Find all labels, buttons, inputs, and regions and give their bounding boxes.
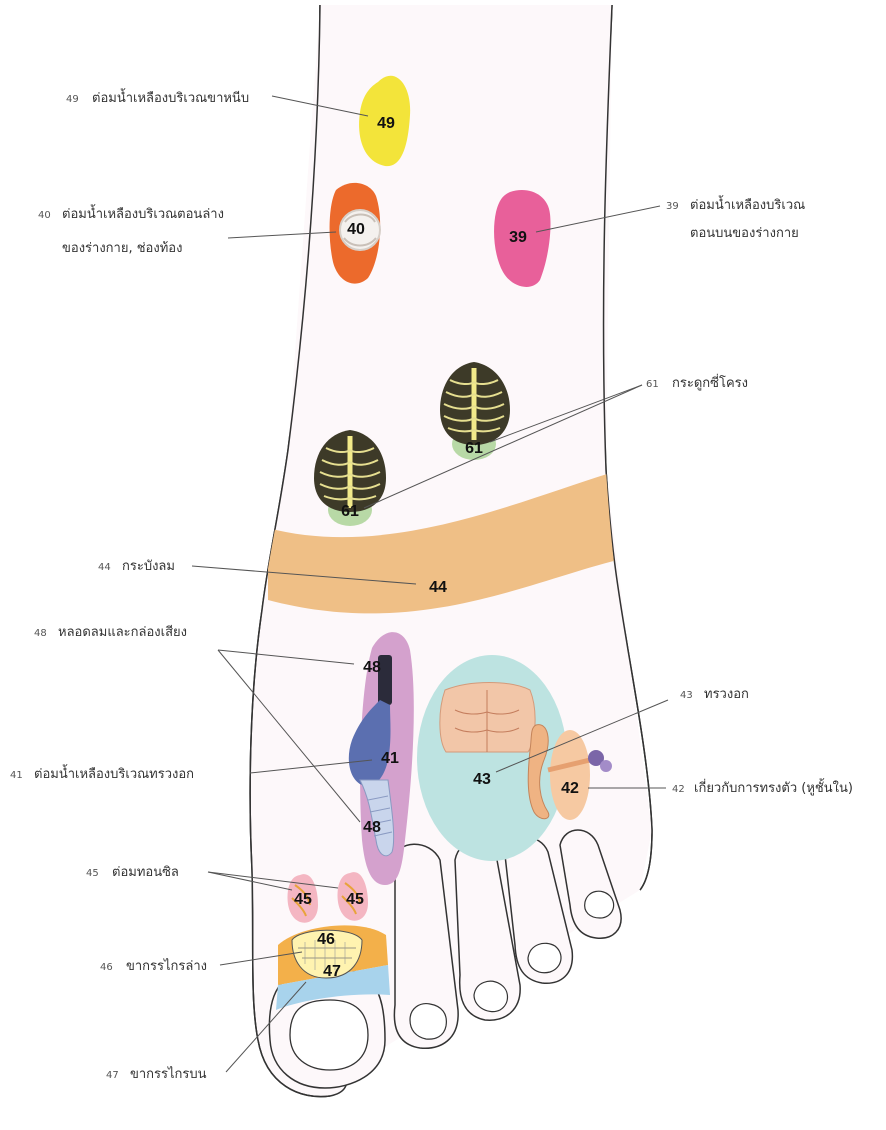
- label-41-number: 41: [10, 770, 23, 781]
- label-42-number: 42: [672, 784, 685, 795]
- zone-number-61-right: 61: [465, 440, 483, 457]
- zone-number-46: 46: [317, 931, 335, 948]
- label-46: 46 ขากรรไกรล่าง: [100, 958, 207, 974]
- label-44: 44 กระบังลม: [98, 559, 175, 574]
- label-43-text: ทรวงอก: [704, 687, 749, 702]
- zone-number-48-bottom: 48: [363, 819, 381, 836]
- label-47: 47 ขากรรไกรบน: [106, 1066, 207, 1082]
- label-43: 43 ทรวงอก: [680, 687, 749, 702]
- zone-number-45-left: 45: [294, 891, 312, 908]
- label-39-line1: ต่อมน้ำเหลืองบริเวณ: [690, 195, 805, 213]
- label-45: 45 ต่อมทอนซิล: [86, 865, 179, 880]
- label-61: 61 กระดูกซี่โครง: [646, 374, 748, 391]
- label-44-text: กระบังลม: [122, 559, 175, 574]
- zone-number-49: 49: [377, 115, 395, 132]
- label-48: 48 หลอดลมและกล่องเสียง: [34, 624, 187, 640]
- label-45-text: ต่อมทอนซิล: [112, 865, 179, 880]
- zone-number-61-left: 61: [341, 503, 359, 520]
- label-43-number: 43: [680, 690, 693, 701]
- zone-number-39: 39: [509, 229, 527, 246]
- label-61-text: กระดูกซี่โครง: [672, 374, 748, 391]
- label-46-number: 46: [100, 962, 113, 973]
- label-45-number: 45: [86, 868, 99, 879]
- label-49-text: ต่อมน้ำเหลืองบริเวณขาหนีบ: [92, 88, 249, 106]
- label-44-number: 44: [98, 562, 111, 573]
- label-39-number: 39: [666, 201, 679, 212]
- zone-number-48-top: 48: [363, 659, 381, 676]
- zone-number-44: 44: [429, 579, 447, 596]
- label-40: 40 ต่อมน้ำเหลืองบริเวณตอนล่าง ของร่างกาย…: [38, 204, 224, 256]
- label-39-line2: ตอนบนของร่างกาย: [690, 226, 799, 241]
- label-61-number: 61: [646, 379, 659, 390]
- label-47-number: 47: [106, 1070, 119, 1081]
- zone-number-47: 47: [323, 963, 341, 980]
- zone-number-43: 43: [473, 771, 491, 788]
- label-40-line2: ของร่างกาย, ช่องท้อง: [62, 241, 182, 256]
- label-41: 41 ต่อมน้ำเหลืองบริเวณทรวงอก: [10, 764, 194, 782]
- label-49-number: 49: [66, 94, 79, 105]
- label-49: 49 ต่อมน้ำเหลืองบริเวณขาหนีบ: [66, 88, 249, 106]
- zone-number-41: 41: [381, 750, 399, 767]
- label-39: 39 ต่อมน้ำเหลืองบริเวณ ตอนบนของร่างกาย: [666, 195, 805, 241]
- label-48-number: 48: [34, 628, 47, 639]
- label-40-number: 40: [38, 210, 51, 221]
- label-41-text: ต่อมน้ำเหลืองบริเวณทรวงอก: [34, 764, 194, 782]
- label-47-text: ขากรรไกรบน: [130, 1066, 207, 1082]
- label-46-text: ขากรรไกรล่าง: [126, 958, 207, 974]
- zone-number-40: 40: [347, 221, 365, 238]
- label-48-text: หลอดลมและกล่องเสียง: [58, 624, 187, 640]
- zone-number-45-right: 45: [346, 891, 364, 908]
- label-42-text: เกี่ยวกับการทรงตัว (หูชั้นใน): [694, 778, 853, 796]
- zone-number-42: 42: [561, 780, 579, 797]
- label-42: 42 เกี่ยวกับการทรงตัว (หูชั้นใน): [672, 778, 853, 796]
- label-40-line1: ต่อมน้ำเหลืองบริเวณตอนล่าง: [62, 204, 224, 222]
